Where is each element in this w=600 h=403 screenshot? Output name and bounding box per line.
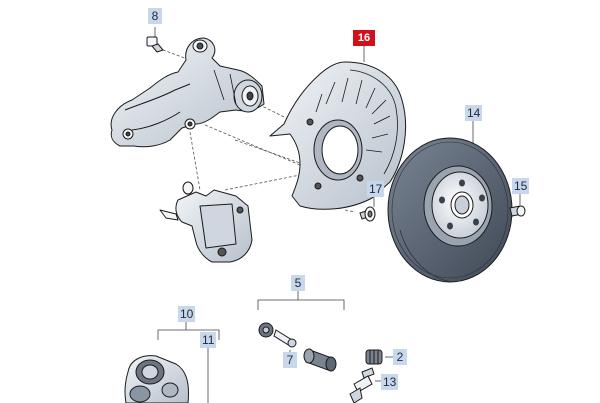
bolt-15 — [509, 205, 526, 217]
brake-disc — [387, 137, 513, 283]
callout-11[interactable]: 11 — [200, 332, 217, 348]
callout-16-selected[interactable]: 16 — [353, 30, 375, 46]
callout-14[interactable]: 14 — [465, 105, 483, 121]
callout-13[interactable]: 13 — [381, 374, 399, 390]
callout-2[interactable]: 2 — [393, 349, 407, 365]
brake-caliper-10 — [124, 355, 189, 403]
screw-17 — [359, 206, 376, 222]
dust-shield — [269, 61, 407, 210]
callout-15[interactable]: 15 — [512, 178, 530, 194]
bleeder-screw-13 — [349, 367, 375, 403]
bolt-8 — [146, 36, 164, 53]
bleeder-cap-2 — [365, 349, 383, 365]
callout-17[interactable]: 17 — [367, 181, 385, 197]
guide-pin-7 — [258, 322, 337, 372]
brake-caliper-carrier — [159, 181, 253, 263]
callout-8[interactable]: 8 — [148, 8, 162, 24]
leader-lines — [154, 27, 521, 403]
callout-7[interactable]: 7 — [283, 352, 297, 368]
callout-10[interactable]: 10 — [178, 306, 196, 322]
wheel-bearing-housing — [110, 37, 265, 148]
callout-5[interactable]: 5 — [291, 275, 305, 291]
